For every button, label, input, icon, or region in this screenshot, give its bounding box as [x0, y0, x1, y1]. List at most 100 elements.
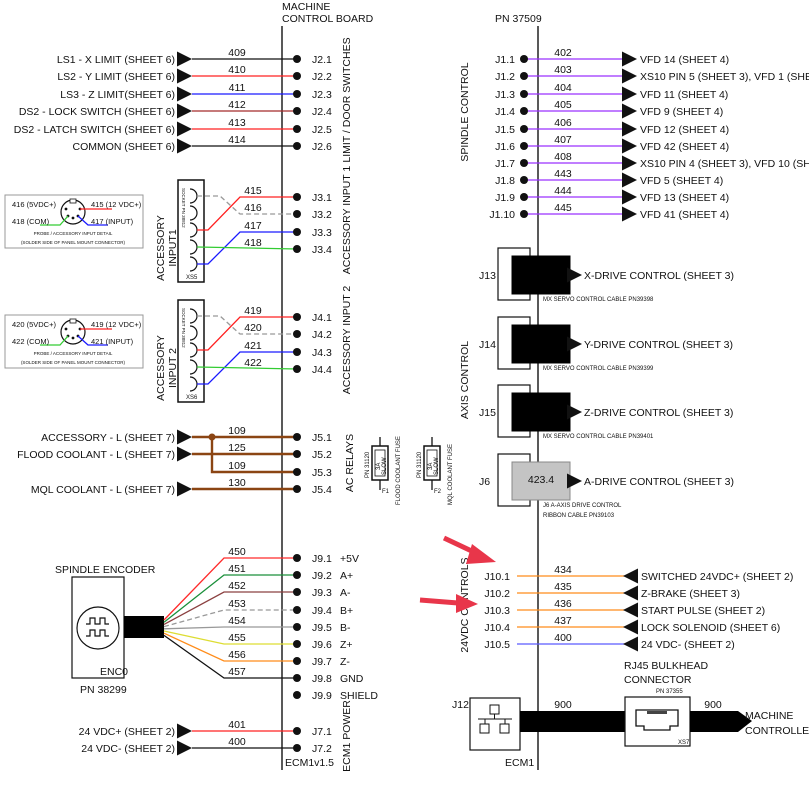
wire-number: 125 [228, 442, 246, 454]
arrow-left-icon [623, 636, 638, 652]
arrow-right-icon [622, 138, 637, 154]
socket-contact [189, 222, 198, 238]
wire-number: 434 [554, 564, 572, 576]
jack-label: J15 [479, 407, 496, 419]
wire [163, 574, 297, 623]
detail-caption: (SOLDER SIDE OF PANEL MOUNT CONNECTOR) [21, 240, 126, 245]
socket-connector [177, 299, 205, 403]
wire [163, 609, 297, 628]
pin-label: J5.3 [312, 467, 332, 479]
fuse-icon [423, 445, 441, 481]
wire-number: 109 [228, 460, 246, 472]
rj45-contacts [647, 711, 667, 714]
pin-terminal [293, 125, 301, 133]
socket-contact [189, 205, 198, 221]
pin-label: J10.2 [484, 588, 510, 600]
signal-label: Z-DRIVE CONTROL (SHEET 3) [584, 407, 733, 419]
pin-label: J5.2 [312, 449, 332, 461]
wire-number: 452 [228, 580, 246, 592]
wire [163, 632, 297, 662]
jack-label: J12 [452, 699, 469, 711]
din-connector-key [69, 318, 77, 324]
pin-label: J4.1 [312, 312, 332, 324]
fuse-type: SLOW [434, 457, 440, 475]
pin-label: J4.2 [312, 329, 332, 341]
signal-label: VFD 11 (SHEET 4) [640, 89, 728, 101]
pin-signal: A+ [340, 570, 353, 582]
wire-number: 407 [554, 134, 572, 146]
pin-terminal [520, 72, 528, 80]
fuse-element [426, 449, 438, 477]
wire [196, 246, 298, 250]
square-wave-icon [86, 617, 109, 637]
rj45-bulkhead [624, 696, 691, 747]
wire-number: 443 [554, 168, 572, 180]
wire-number: 450 [228, 546, 246, 558]
socket-contact [189, 308, 198, 324]
detail-wire [77, 335, 108, 346]
socket-contact [189, 325, 198, 341]
encoder-part-number: PN 38299 [80, 684, 127, 696]
fuse-name: MQL COOLANT FUSE [448, 444, 454, 505]
arrow-right-icon [177, 740, 192, 756]
pin-terminal [293, 210, 301, 218]
section-label-power: ECM1 POWER [341, 700, 353, 772]
detail-wire [40, 335, 69, 346]
arrow-right-icon [622, 206, 637, 222]
wire-number: 420 [244, 322, 262, 334]
wire-number: 456 [228, 649, 246, 661]
pin-terminal [520, 193, 528, 201]
pin-terminal [520, 90, 528, 98]
jack-label: J14 [479, 339, 496, 351]
wire [163, 591, 297, 625]
pin-label: J9.1 [312, 553, 332, 565]
pin-terminal [293, 640, 301, 648]
pin-label: J1.8 [495, 175, 515, 187]
bulkhead-part-number: PN 37355 [656, 689, 683, 695]
signal-label: DS2 - LOCK SWITCH (SHEET 6) [19, 106, 175, 118]
network-icon [478, 704, 512, 734]
socket-ref: XS5 [186, 275, 198, 281]
pin-label: J1.7 [495, 158, 515, 170]
pin-signal: +5V [340, 553, 359, 565]
wire-number: 418 [244, 237, 262, 249]
pin-label: J9.6 [312, 639, 332, 651]
signal-label: 24 VDC- (SHEET 2) [81, 743, 175, 755]
pin-label: J9.8 [312, 673, 332, 685]
wire-number: 455 [228, 632, 246, 644]
wire-number: 401 [228, 719, 246, 731]
fuse-ref: F1 [382, 489, 390, 495]
pin-label: J5.4 [312, 484, 332, 496]
wire-number: 444 [554, 185, 572, 197]
wire-number: 411 [229, 82, 246, 94]
pin-terminal [293, 55, 301, 63]
wire [197, 195, 297, 215]
pin-terminal [293, 330, 301, 338]
arrow-right-icon [567, 404, 582, 420]
wire [163, 557, 297, 621]
pin-label: J3.2 [312, 209, 332, 221]
bulkhead-title: RJ45 BULKHEAD [624, 660, 708, 672]
signal-label: COMMON (SHEET 6) [73, 141, 175, 153]
wire-number: 414 [228, 134, 246, 146]
ethernet-jack [469, 697, 521, 751]
wire-junction [208, 433, 216, 441]
pin-label: J9.4 [312, 605, 332, 617]
arrow-right-icon [177, 68, 192, 84]
connector-detail-box [4, 314, 144, 369]
pin-signal: B- [340, 622, 351, 634]
fuse-ref: F2 [434, 489, 442, 495]
annotation-arrow [419, 597, 459, 606]
arrow-right-icon [622, 121, 637, 137]
arrow-right-icon [177, 138, 192, 154]
wire-number: 415 [244, 185, 262, 197]
arrow-left-icon [623, 619, 638, 635]
wire-number: 416 [244, 202, 262, 214]
wire [163, 634, 297, 679]
wire-number: 451 [228, 563, 246, 575]
signal-label: FLOOD COOLANT - L (SHEET 7) [17, 449, 175, 461]
board-part-number: PN 37509 [495, 13, 542, 25]
wire-number: 130 [228, 477, 246, 489]
fuse-rating: 3A [376, 463, 382, 470]
pin-terminal [293, 433, 301, 441]
